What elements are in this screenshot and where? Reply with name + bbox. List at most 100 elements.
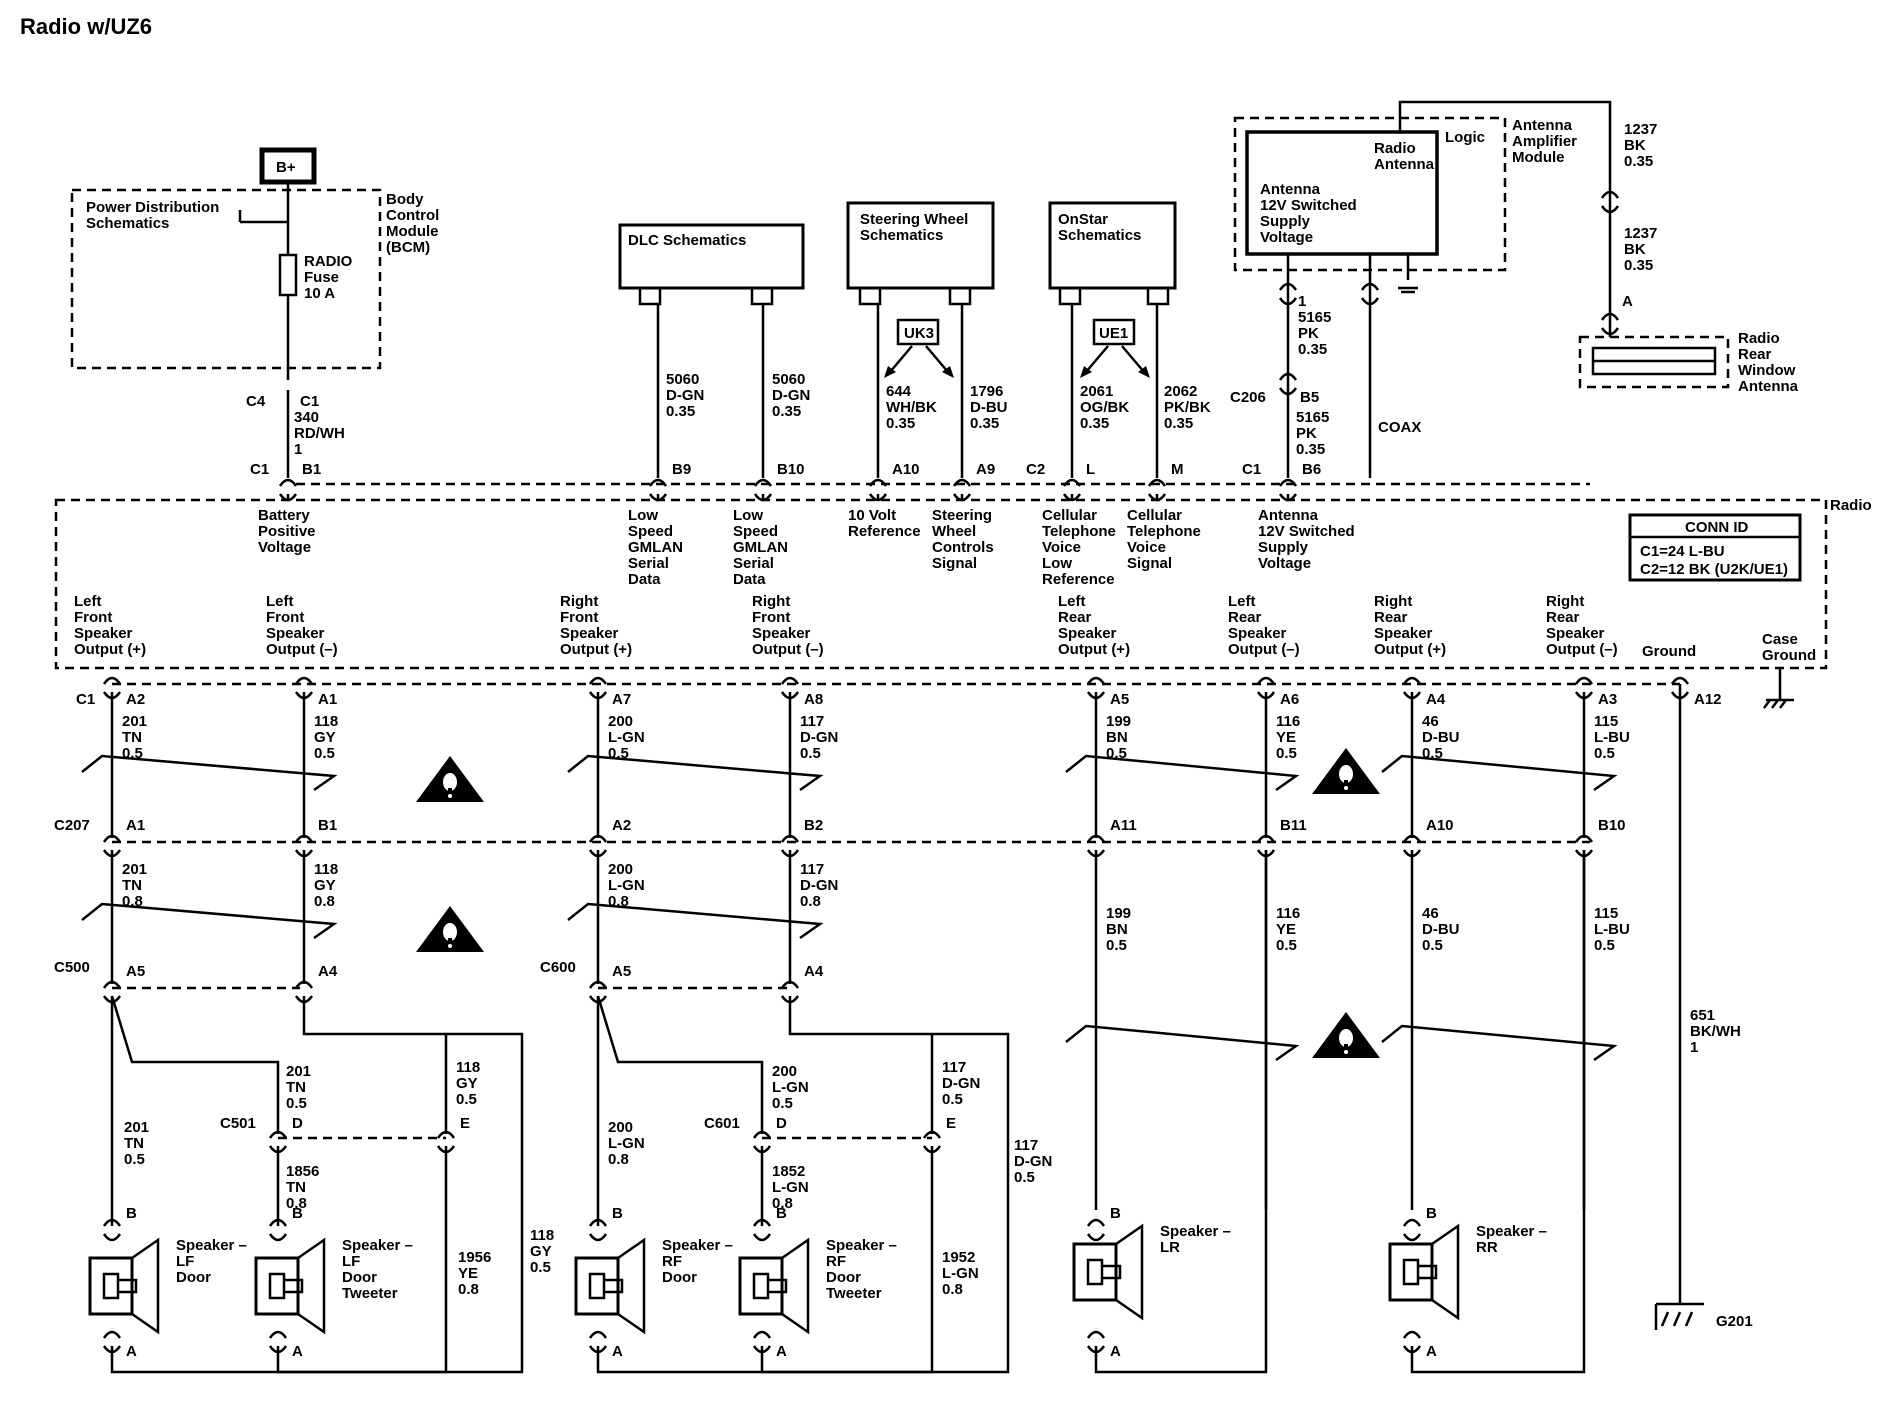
stub-5 bbox=[1146, 286, 1170, 306]
amp-line-0: Antenna bbox=[1512, 117, 1573, 134]
output-label-4-line-1: Rear bbox=[1058, 609, 1092, 626]
radio-top-func-1-line-2: GMLAN bbox=[628, 539, 683, 556]
w-ant1-line-1: BK bbox=[1624, 137, 1646, 154]
speaker-rf-door-a bbox=[588, 1330, 608, 1339]
radio-top-pin-label-5: L bbox=[1086, 461, 1095, 478]
w-os1-line-0: 2061 bbox=[1080, 383, 1113, 400]
rf-d bbox=[752, 1130, 772, 1139]
pds-line-1: Schematics bbox=[86, 215, 169, 232]
c207-pin-5 bbox=[1256, 834, 1276, 843]
c207-pin-4 bbox=[1086, 834, 1106, 843]
c500-pin-label-3: A4 bbox=[804, 963, 824, 980]
rear-ant-conn-a-lower bbox=[1600, 327, 1620, 336]
stub-1 bbox=[750, 286, 774, 306]
radio-top-func-4-line-1: Wheel bbox=[932, 523, 976, 540]
radio-antenna-line-0: Radio bbox=[1374, 140, 1416, 157]
output-label-6-line-2: Speaker bbox=[1374, 625, 1433, 642]
speaker-lf-door-b-lower bbox=[102, 1233, 122, 1242]
output-label-5-line-0: Left bbox=[1228, 593, 1256, 610]
output-label-3-line-3: Output (–) bbox=[752, 641, 824, 658]
conn-id-box bbox=[1628, 513, 1802, 582]
output-label-0-line-1: Front bbox=[74, 609, 112, 626]
speaker-rf-tweeter-b bbox=[752, 1218, 772, 1227]
output-wire2-label-1-line-2: 0.8 bbox=[314, 893, 335, 910]
c207-pin-label-1: B1 bbox=[318, 817, 337, 834]
output-wire2-label-4-line-1: BN bbox=[1106, 921, 1128, 938]
radio-fuse bbox=[278, 253, 298, 297]
uk3-label: UK3 bbox=[904, 325, 934, 342]
ant-conn-b5 bbox=[1278, 372, 1298, 381]
rear-line-2: Window bbox=[1738, 362, 1796, 379]
radio-antenna-line-1: Antenna bbox=[1374, 156, 1435, 173]
lf-e-label: E bbox=[460, 1115, 470, 1132]
output-wire-label-6-line-1: D-BU bbox=[1422, 729, 1460, 746]
output-label-1-line-2: Speaker bbox=[266, 625, 325, 642]
radio-top-pin-6 bbox=[1147, 478, 1167, 487]
radio-top-func-6-line-0: Cellular bbox=[1127, 507, 1182, 524]
c500-pin-0 bbox=[102, 980, 122, 989]
output-wire-label-2-line-0: 200 bbox=[608, 713, 633, 730]
output-wire2-label-4-line-2: 0.5 bbox=[1106, 937, 1127, 954]
w-sw1-line-2: 0.35 bbox=[886, 415, 915, 432]
output-label-5-line-2: Speaker bbox=[1228, 625, 1287, 642]
speaker-rr-a bbox=[1402, 1330, 1422, 1339]
output-pin-label-1: A1 bbox=[318, 691, 337, 708]
w-ant-b-line-0: 5165 bbox=[1296, 409, 1329, 426]
output-wire-label-3-line-2: 0.5 bbox=[800, 745, 821, 762]
output-label-6-line-1: Rear bbox=[1374, 609, 1408, 626]
radio-top-func-7-line-2: Supply bbox=[1258, 539, 1309, 556]
radio-top-pin-label-3: A10 bbox=[892, 461, 920, 478]
output-wire2-label-6-line-1: D-BU bbox=[1422, 921, 1460, 938]
rf-b-line-2: 0.5 bbox=[772, 1095, 793, 1112]
lf-e bbox=[436, 1130, 456, 1139]
radio-top-func-3-line-0: 10 Volt bbox=[848, 507, 896, 524]
w-dlc2-line-0: 5060 bbox=[772, 371, 805, 388]
rf-c-line-0: 117 bbox=[942, 1059, 966, 1076]
output-wire2-label-3-line-2: 0.8 bbox=[800, 893, 821, 910]
w-os1-line-1: OG/BK bbox=[1080, 399, 1129, 416]
output-pin-3 bbox=[780, 676, 800, 685]
steering-schematics-box bbox=[846, 201, 995, 290]
output-label-0-line-3: Output (+) bbox=[74, 641, 146, 658]
speaker-lr-label-line-1: LR bbox=[1160, 1239, 1180, 1256]
rf-d-line-1: L-GN bbox=[772, 1179, 809, 1196]
rear-antenna-box bbox=[1578, 335, 1730, 389]
rf-b-line-1: L-GN bbox=[772, 1079, 809, 1096]
speaker-lf-tweeter-label-line-2: Door bbox=[342, 1269, 377, 1286]
lf-d-line-1: TN bbox=[286, 1179, 306, 1196]
twist-4 bbox=[1065, 1024, 1300, 1062]
c500-pin-label-0: A5 bbox=[126, 963, 145, 980]
output-wire2-label-2-line-1: L-GN bbox=[608, 877, 645, 894]
c600-label: C600 bbox=[540, 959, 576, 976]
lf-d-label: D bbox=[292, 1115, 303, 1132]
c207-pin-label-5: B11 bbox=[1280, 817, 1307, 834]
onstar-line-1: Schematics bbox=[1058, 227, 1141, 244]
w-ant-b-line-2: 0.35 bbox=[1296, 441, 1325, 458]
output-pin-label-8: A12 bbox=[1694, 691, 1722, 708]
speaker-lf-door-label-line-2: Door bbox=[176, 1269, 211, 1286]
w-dlc2-line-1: D-GN bbox=[772, 387, 810, 404]
warning-icon bbox=[416, 756, 484, 802]
logic-label: Logic bbox=[1445, 129, 1485, 146]
twist-3 bbox=[567, 902, 824, 940]
radio-top-pin-label-0: B1 bbox=[302, 461, 321, 478]
amp-line-1: Amplifier bbox=[1512, 133, 1577, 150]
radio-top-func-0-line-1: Positive bbox=[258, 523, 316, 540]
output-label-3-line-0: Right bbox=[752, 593, 790, 610]
w-sw1-line-0: 644 bbox=[886, 383, 912, 400]
w-ant-a-line-2: PK bbox=[1298, 325, 1319, 342]
speaker-rf-door-label-line-1: RF bbox=[662, 1253, 682, 1270]
w-ant2-line-0: 1237 bbox=[1624, 225, 1657, 242]
speaker-lr-b-label: B bbox=[1110, 1205, 1121, 1222]
output-pin-7 bbox=[1574, 676, 1594, 685]
speaker-rf-tweeter-label-line-2: Door bbox=[826, 1269, 861, 1286]
uk3-box bbox=[896, 318, 940, 346]
speaker-rf-door-a-lower bbox=[588, 1345, 608, 1354]
rf-e-label: E bbox=[946, 1115, 956, 1132]
output-wire2-label-5-line-0: 116 bbox=[1276, 905, 1300, 922]
radio-top-pin-label-7: B6 bbox=[1302, 461, 1321, 478]
output-wire-label-8-line-0: 651 bbox=[1690, 1007, 1715, 1024]
